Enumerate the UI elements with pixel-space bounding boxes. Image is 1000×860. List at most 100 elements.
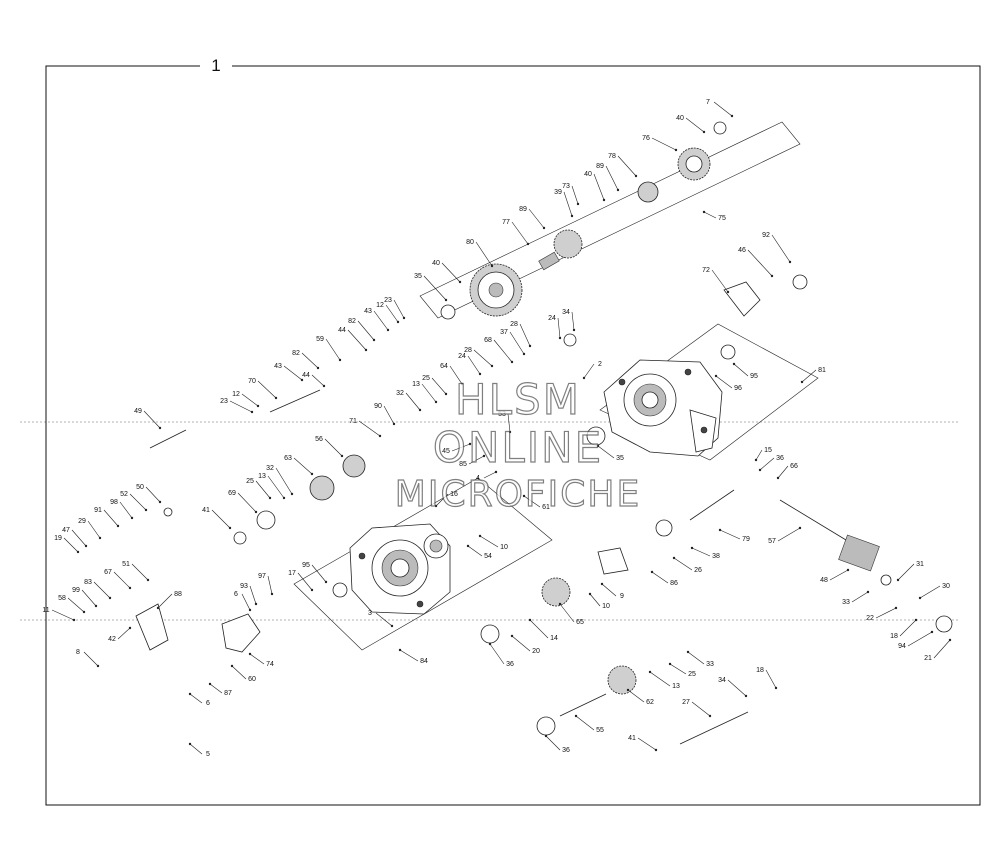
part-callout: 20 — [510, 634, 540, 655]
part-callout: 44 — [302, 372, 326, 388]
callout-leader-line — [771, 234, 791, 263]
callout-number: 10 — [500, 544, 508, 551]
callout-leader-line — [431, 377, 447, 395]
part-callout: 91 — [94, 507, 120, 528]
part-callout: 81 — [800, 367, 826, 384]
callout-leader-line — [93, 581, 111, 599]
callout-leader-line — [229, 400, 253, 413]
callout-leader-line — [255, 480, 271, 499]
part-callout: 39 — [554, 189, 574, 218]
callout-anchor-dot — [576, 202, 580, 206]
callout-leader-line — [509, 331, 525, 355]
part-callout: 22 — [866, 606, 898, 622]
part-callout: 32 — [396, 390, 422, 412]
part-callout: 55 — [574, 714, 604, 734]
part-callout: 62 — [626, 688, 654, 706]
callout-anchor-dot — [894, 606, 898, 610]
part-callout: 60 — [230, 664, 256, 683]
callout-leader-line — [669, 663, 687, 675]
part-callout: 10 — [478, 534, 508, 551]
callout-leader-line — [441, 262, 461, 283]
callout-anchor-dot — [458, 280, 462, 284]
callout-number: 19 — [54, 535, 62, 542]
callout-anchor-dot — [570, 214, 574, 218]
part-callout: 83 — [84, 579, 112, 600]
callout-number: 48 — [820, 577, 828, 584]
part-callout: 36 — [758, 455, 784, 472]
callout-anchor-dot — [948, 638, 952, 642]
callout-anchor-dot — [398, 648, 402, 652]
callout-number: 94 — [898, 643, 906, 650]
callout-leader-line — [275, 467, 293, 495]
callout-number: 97 — [258, 573, 266, 580]
callout-leader-line — [237, 492, 257, 513]
callout-number: 95 — [750, 373, 758, 380]
callout-number: 32 — [396, 390, 404, 397]
callout-anchor-dot — [228, 526, 232, 530]
watermark-line-2: ONLINE — [433, 423, 603, 472]
part-callout: 68 — [484, 337, 514, 364]
callout-anchor-dot — [896, 578, 900, 582]
callout-anchor-dot — [522, 352, 526, 356]
callout-leader-line — [627, 689, 645, 703]
callout-anchor-dot — [770, 274, 774, 278]
callout-leader-line — [687, 651, 705, 665]
part-callout: 95 — [732, 362, 758, 380]
callout-number: 37 — [500, 329, 508, 336]
callout-anchor-dot — [528, 344, 532, 348]
callout-anchor-dot — [774, 686, 778, 690]
callout-leader-line — [51, 609, 75, 621]
callout-anchor-dot — [156, 606, 160, 610]
callout-leader-line — [473, 349, 493, 367]
upper-gear-cluster — [538, 147, 711, 271]
callout-anchor-dot — [702, 130, 706, 134]
part-callout: 18 — [756, 667, 778, 690]
part-callout: 93 — [240, 583, 258, 606]
callout-number: 42 — [108, 636, 116, 643]
part-callout: 14 — [528, 618, 558, 642]
callout-number: 76 — [642, 135, 650, 142]
callout-number: 99 — [72, 587, 80, 594]
callout-anchor-dot — [188, 692, 192, 696]
part-callout: 85 — [459, 454, 486, 468]
callout-leader-line — [117, 627, 131, 640]
callout-leader-line — [267, 575, 273, 595]
callout-number: 88 — [174, 591, 182, 598]
part-callout: 35 — [414, 273, 448, 302]
part-callout: 65 — [558, 602, 584, 626]
callout-leader-line — [479, 535, 499, 548]
callout-leader-line — [907, 631, 933, 647]
callout-leader-line — [211, 509, 231, 529]
callout-number: 38 — [712, 553, 720, 560]
callout-number: 44 — [338, 327, 346, 334]
callout-leader-line — [451, 443, 471, 452]
callout-number: 36 — [776, 455, 784, 462]
callout-leader-line — [713, 101, 733, 117]
part-callout: 25 — [246, 478, 272, 500]
callout-leader-line — [467, 545, 483, 557]
callout-number: 78 — [608, 153, 616, 160]
callout-number: 15 — [764, 447, 772, 454]
callout-anchor-dot — [542, 226, 546, 230]
callout-number: 13 — [672, 683, 680, 690]
part-callout: 72 — [702, 267, 730, 294]
part-callout: 32 — [266, 465, 294, 496]
callout-anchor-dot — [732, 362, 736, 366]
callout-number: 77 — [502, 219, 510, 226]
callout-anchor-dot — [758, 468, 762, 472]
part-callout: 58 — [58, 595, 86, 614]
callout-leader-line — [311, 374, 325, 387]
callout-leader-line — [593, 173, 605, 201]
callout-leader-line — [601, 583, 617, 597]
callout-leader-line — [897, 563, 915, 581]
part-callout: 82 — [292, 350, 320, 370]
callout-anchor-dot — [468, 442, 472, 446]
callout-number: 89 — [596, 163, 604, 170]
callout-number: 74 — [266, 661, 274, 668]
watermark: HLSM ONLINE MICROFICHE — [394, 374, 640, 515]
callout-number: 41 — [628, 735, 636, 742]
callout-anchor-dot — [744, 694, 748, 698]
callout-leader-line — [87, 520, 101, 539]
callout-anchor-dot — [230, 664, 234, 668]
